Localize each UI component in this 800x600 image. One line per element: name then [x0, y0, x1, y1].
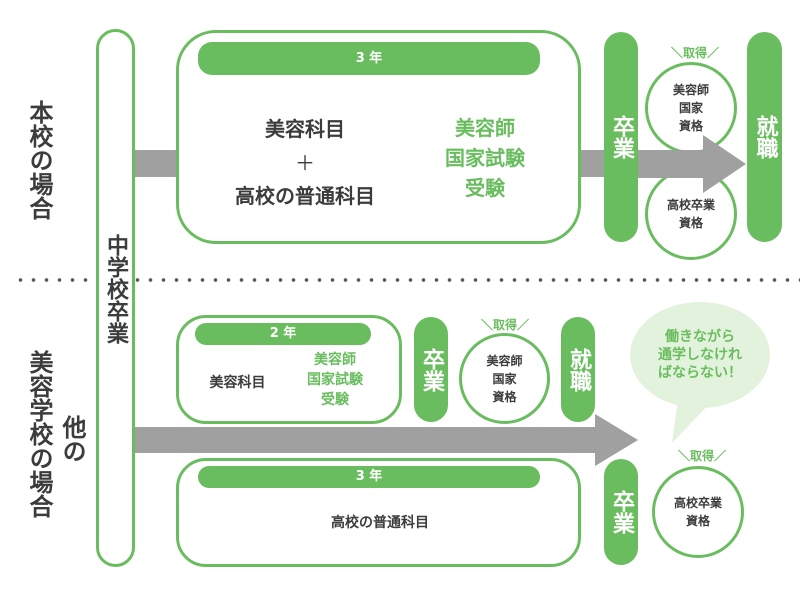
bottom-exam-line: 美容師 — [314, 352, 356, 368]
bottom-arrow — [135, 414, 638, 466]
bottom-lower-subjects: 高校の普通科目 — [331, 515, 429, 531]
acquire-text: 取得 — [492, 318, 517, 332]
bottom-arrow-shape — [135, 414, 638, 466]
section-divider — [14, 277, 800, 283]
bubble-line: 通学しなけれ — [658, 347, 742, 363]
bottom-upper-graduation-label: 卒業 — [419, 347, 444, 392]
label-other-school-line1: 美容学校の場合 — [25, 350, 53, 518]
qual-line: 資格 — [678, 119, 703, 133]
bottom-upper-graduation-pill: 卒業 — [414, 317, 448, 422]
qual-line: 美容師 — [486, 353, 523, 368]
bottom-upper-duration-pill: 2 年 — [195, 323, 371, 345]
speech-bubble-text: 働きながら 通学しなけれ ばならない！ — [640, 328, 760, 382]
top-plus: ＋ — [295, 151, 315, 175]
qual-line: 国家 — [492, 371, 517, 386]
top-connector-bar-2 — [581, 150, 605, 177]
top-exam-line: 国家試験 — [445, 146, 525, 170]
speech-bubble-tail — [672, 400, 713, 443]
bottom-upper-subjects: 美容科目 — [209, 375, 266, 391]
bottom-lower-acquire-label: ＼取得／ — [677, 449, 727, 463]
bottom-employment-label: 就職 — [566, 347, 591, 392]
top-exam-line: 美容師 — [455, 116, 515, 140]
bottom-upper-exam-text: 美容師 国家試験 受験 — [290, 350, 380, 410]
qual-line: 美容師 — [672, 83, 709, 97]
bottom-upper-acquire-label: ＼取得／ — [480, 318, 530, 332]
top-arrow — [638, 135, 746, 193]
top-graduation-label: 卒業 — [609, 115, 634, 159]
bottom-exam-line: 受験 — [321, 392, 349, 408]
bottom-lower-graduation-pill: 卒業 — [604, 459, 638, 565]
bottom-exam-line: 国家試験 — [307, 372, 363, 388]
bottom-lower-graduation-label: 卒業 — [609, 490, 634, 534]
top-duration-pill: 3 年 — [198, 42, 540, 75]
bottom-highschool-qualification: 高校卒業 資格 — [652, 466, 744, 558]
junior-high-graduation-label: 中学校卒業 — [102, 234, 128, 344]
qual-line: 資格 — [492, 389, 517, 404]
qual-line: 国家 — [678, 101, 703, 115]
top-graduation-pill: 卒業 — [604, 32, 638, 242]
top-employment-pill: 就職 — [747, 32, 782, 242]
speech-bubble — [630, 302, 770, 443]
bubble-line: ばならない！ — [658, 365, 742, 381]
bottom-employment-pill: 就職 — [561, 317, 595, 422]
bottom-lower-duration-pill: 3 年 — [198, 466, 540, 488]
qual-line: 資格 — [678, 216, 703, 230]
label-other-school-line2: 他の — [58, 415, 86, 463]
qual-line: 高校卒業 — [666, 198, 715, 212]
speech-bubble-body — [630, 302, 770, 408]
top-exam-text: 美容師 国家試験 受験 — [420, 113, 550, 203]
qual-line: 高校卒業 — [673, 496, 722, 510]
bubble-line: 働きながら — [665, 329, 735, 345]
top-connector-bar — [135, 150, 180, 177]
bottom-beautician-qualification: 美容師 国家 資格 — [459, 333, 550, 424]
top-employment-label: 就職 — [752, 115, 778, 159]
qual-line: 資格 — [685, 514, 710, 528]
top-subjects-line2: 高校の普通科目 — [235, 184, 375, 208]
top-exam-line: 受験 — [465, 176, 505, 200]
acquire-text: 取得 — [689, 449, 714, 463]
top-arrow-shape — [638, 135, 746, 193]
acquire-text: 取得 — [682, 46, 707, 60]
top-subjects-line1: 美容科目 — [265, 117, 345, 141]
label-this-school: 本校の場合 — [25, 100, 53, 220]
top-acquire-label: ＼取得／ — [670, 46, 720, 60]
